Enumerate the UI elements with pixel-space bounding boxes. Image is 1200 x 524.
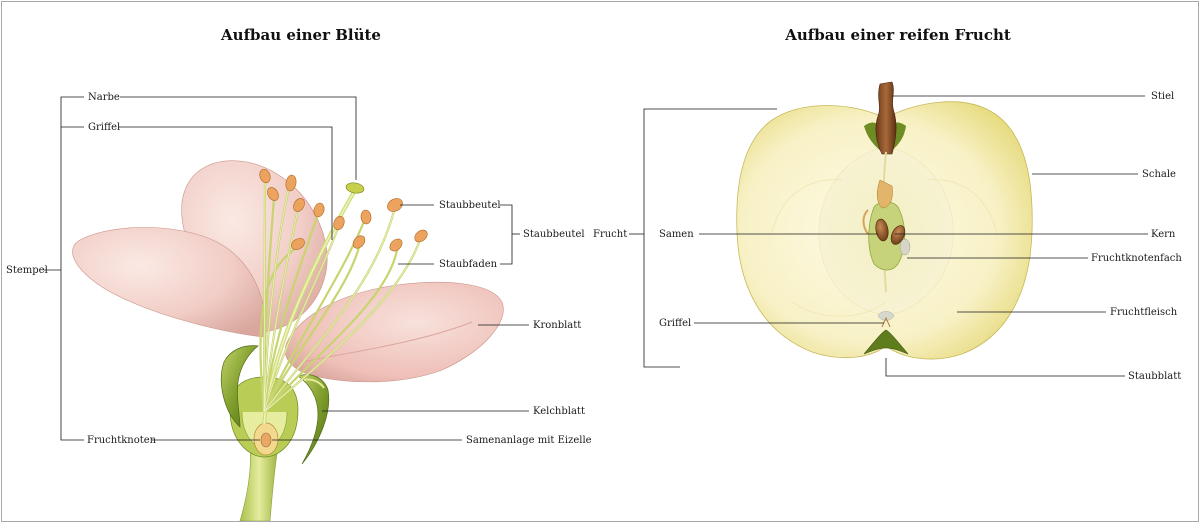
flower-illustration	[72, 161, 503, 521]
label-staubbeutel-group: Staubbeutel	[523, 229, 585, 240]
label-staubfaden: Staubfaden	[439, 259, 498, 270]
ovule	[261, 433, 271, 447]
flower-title: Aufbau einer Blüte	[220, 26, 381, 44]
flower-stalk	[240, 447, 278, 521]
label-schale: Schale	[1142, 169, 1176, 180]
label-fruchtfleisch: Fruchtfleisch	[1110, 307, 1178, 318]
label-stiel: Stiel	[1151, 91, 1174, 102]
sepal-right	[298, 375, 329, 464]
label-stempel: Stempel	[6, 265, 48, 276]
petal-right	[285, 282, 503, 382]
label-griffel: Griffel	[88, 122, 120, 133]
label-kelchblatt: Kelchblatt	[533, 406, 585, 417]
label-frucht: Frucht	[593, 229, 627, 240]
label-samenanlage: Samenanlage mit Eizelle	[466, 435, 592, 446]
label-griffel-fruit: Griffel	[659, 318, 691, 329]
apple-stem	[876, 82, 896, 154]
label-narbe: Narbe	[88, 92, 120, 103]
label-fruchtknoten: Fruchtknoten	[87, 435, 157, 446]
label-kronblatt: Kronblatt	[533, 320, 581, 331]
label-kern: Kern	[1151, 229, 1176, 240]
label-samen: Samen	[659, 229, 694, 240]
label-fruchtknotenfach: Fruchtknotenfach	[1091, 253, 1182, 264]
label-staubbeutel-part: Staubbeutel	[439, 200, 501, 211]
stigma	[345, 182, 364, 195]
fruit-title: Aufbau einer reifen Frucht	[784, 26, 1011, 44]
apple-illustration	[737, 82, 1032, 359]
label-staubblatt: Staubblatt	[1128, 371, 1181, 382]
